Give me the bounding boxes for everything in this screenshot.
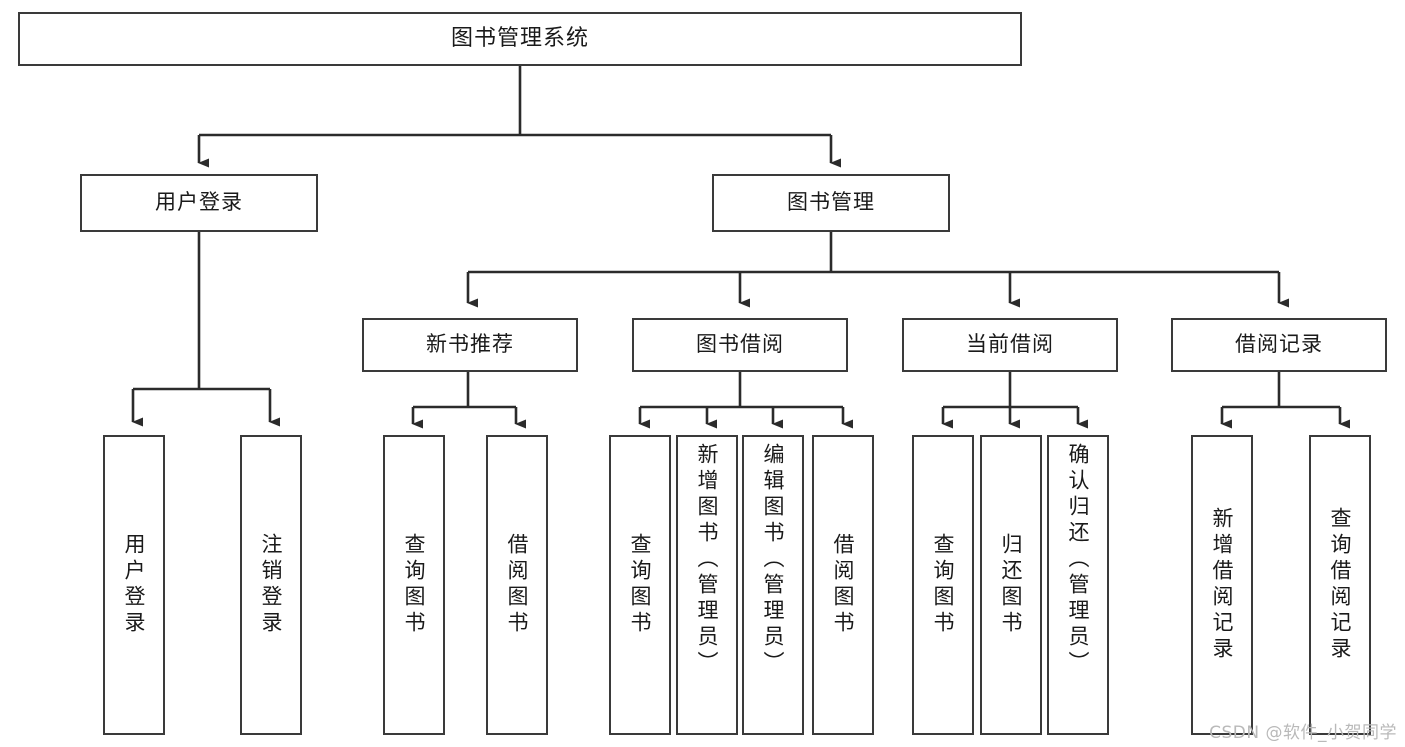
node-label: 注销登录 bbox=[259, 533, 284, 637]
node-label: 图书管理 bbox=[787, 190, 875, 215]
node-borrow-record[interactable]: 借阅记录 bbox=[1171, 318, 1387, 372]
leaf-edit-book-admin[interactable]: 编辑图书（管理员） bbox=[742, 435, 804, 735]
node-label: 图书借阅 bbox=[696, 332, 784, 357]
node-label: 新书推荐 bbox=[426, 332, 514, 357]
node-label: 查询图书 bbox=[931, 533, 956, 637]
node-book-management[interactable]: 图书管理 bbox=[712, 174, 950, 232]
leaf-query-book-borrow[interactable]: 查询图书 bbox=[609, 435, 671, 735]
leaf-borrow-book-borrow[interactable]: 借阅图书 bbox=[812, 435, 874, 735]
node-label: 用户登录 bbox=[155, 190, 243, 215]
node-label: 查询借阅记录 bbox=[1328, 507, 1353, 663]
leaf-borrow-book-new-rec[interactable]: 借阅图书 bbox=[486, 435, 548, 735]
node-label: 当前借阅 bbox=[966, 332, 1054, 357]
node-label: 图书管理系统 bbox=[450, 25, 589, 51]
node-label: 用户登录 bbox=[122, 533, 147, 637]
node-label: 确认归还（管理员） bbox=[1066, 443, 1091, 677]
leaf-user-login[interactable]: 用户登录 bbox=[103, 435, 165, 735]
node-label: 新增借阅记录 bbox=[1210, 507, 1235, 663]
node-label: 借阅记录 bbox=[1235, 332, 1323, 357]
node-label: 编辑图书（管理员） bbox=[761, 443, 786, 677]
leaf-add-borrow-record[interactable]: 新增借阅记录 bbox=[1191, 435, 1253, 735]
leaf-query-book-new-rec[interactable]: 查询图书 bbox=[383, 435, 445, 735]
leaf-query-book-current[interactable]: 查询图书 bbox=[912, 435, 974, 735]
node-label: 借阅图书 bbox=[831, 533, 856, 637]
leaf-return-book[interactable]: 归还图书 bbox=[980, 435, 1042, 735]
node-label: 归还图书 bbox=[999, 533, 1024, 637]
leaf-query-borrow-record[interactable]: 查询借阅记录 bbox=[1309, 435, 1371, 735]
node-label: 借阅图书 bbox=[505, 533, 530, 637]
node-label: 查询图书 bbox=[628, 533, 653, 637]
node-new-book-recommendation[interactable]: 新书推荐 bbox=[362, 318, 578, 372]
leaf-add-book-admin[interactable]: 新增图书（管理员） bbox=[676, 435, 738, 735]
leaf-confirm-return-admin[interactable]: 确认归还（管理员） bbox=[1047, 435, 1109, 735]
node-user-login[interactable]: 用户登录 bbox=[80, 174, 318, 232]
node-current-borrow[interactable]: 当前借阅 bbox=[902, 318, 1118, 372]
node-label: 新增图书（管理员） bbox=[695, 443, 720, 677]
node-label: 查询图书 bbox=[402, 533, 427, 637]
node-root-book-management-system[interactable]: 图书管理系统 bbox=[18, 12, 1022, 66]
node-book-borrow[interactable]: 图书借阅 bbox=[632, 318, 848, 372]
csdn-watermark: CSDN @软件_小贺同学 bbox=[1209, 723, 1397, 743]
leaf-logout[interactable]: 注销登录 bbox=[240, 435, 302, 735]
